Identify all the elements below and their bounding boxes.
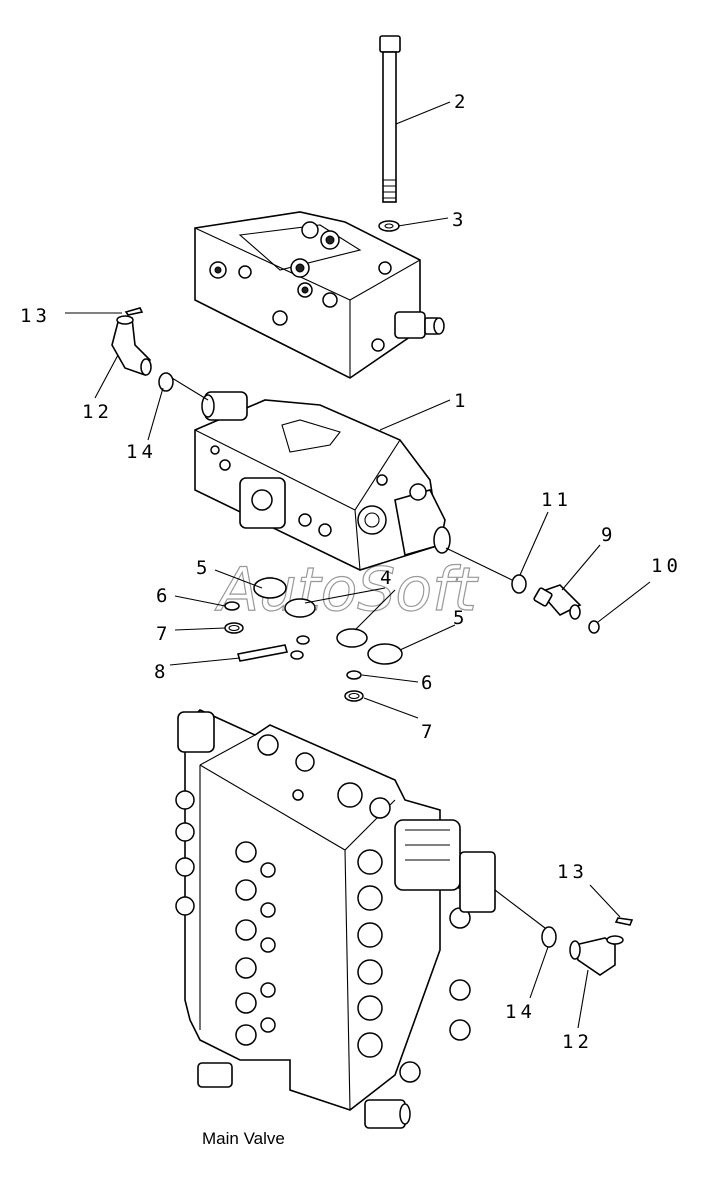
part-12-elbow-upper xyxy=(111,315,152,377)
part-8-pin xyxy=(236,635,310,662)
part-14-o-ring-upper xyxy=(158,372,174,392)
part-9-fitting xyxy=(533,584,582,620)
left-plugs xyxy=(175,790,276,1046)
seal-rings-middle xyxy=(224,577,403,702)
leader-lines xyxy=(65,101,651,1029)
callout-11: 11 xyxy=(541,489,572,511)
callout-6-right: 6 xyxy=(421,672,436,694)
callout-1: 1 xyxy=(454,390,469,412)
callout-14-upper: 14 xyxy=(126,441,157,463)
part-13-pin-upper xyxy=(124,307,144,316)
upper-valve-section xyxy=(194,211,445,379)
part-13-pin-lower xyxy=(614,917,634,926)
callout-8: 8 xyxy=(154,661,169,683)
callout-7-left: 7 xyxy=(156,623,171,645)
part-2-bolt xyxy=(379,35,401,203)
callout-4: 4 xyxy=(380,567,395,589)
callout-12-upper: 12 xyxy=(82,401,113,423)
watermark: AutoSoft xyxy=(214,555,479,625)
callout-3: 3 xyxy=(452,209,467,231)
callout-5-right: 5 xyxy=(453,607,468,629)
part-14-o-ring-lower xyxy=(541,926,557,948)
right-plugs xyxy=(357,849,471,1083)
main-valve-block xyxy=(175,709,496,1129)
part-11-o-ring xyxy=(511,574,527,594)
callout-6-left: 6 xyxy=(156,585,171,607)
diagram-caption: Main Valve xyxy=(202,1129,285,1148)
part-1-valve-section xyxy=(194,391,451,571)
callout-2: 2 xyxy=(454,91,469,113)
part-10-o-ring xyxy=(588,620,600,634)
callout-14-lower: 14 xyxy=(505,1001,536,1023)
part-3-washer xyxy=(378,220,400,232)
callout-13-upper: 13 xyxy=(20,305,51,327)
part-12-elbow-lower xyxy=(569,935,624,976)
callout-13-lower: 13 xyxy=(557,861,588,883)
callout-7-right: 7 xyxy=(421,721,436,743)
callout-10: 10 xyxy=(651,555,682,577)
callout-5-left: 5 xyxy=(196,557,211,579)
callout-12-lower: 12 xyxy=(562,1031,593,1053)
callout-numbers: 2 3 1 13 12 14 5 6 7 8 4 5 6 7 11 9 10 1… xyxy=(20,91,682,1053)
callout-9: 9 xyxy=(601,524,616,546)
